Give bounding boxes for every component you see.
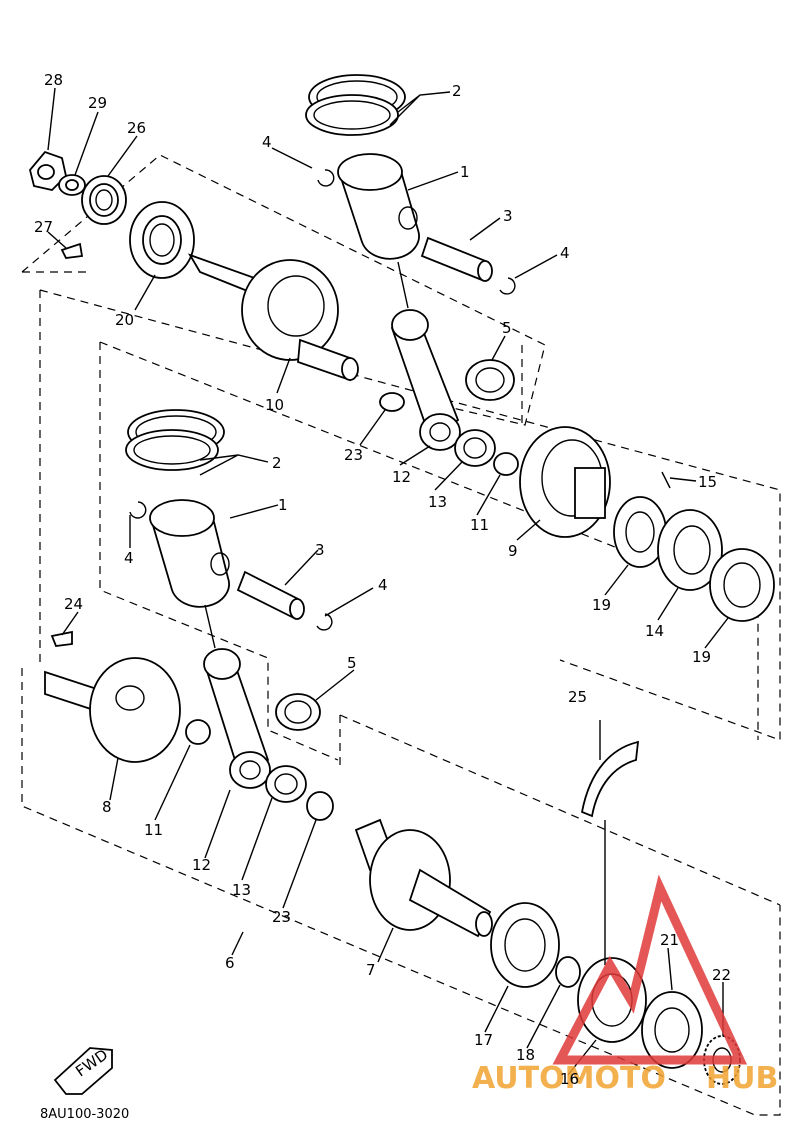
assembly-outlines — [21, 154, 781, 1116]
callout-13-lower: 13 — [232, 881, 251, 899]
washer-part-29 — [58, 174, 86, 196]
needle-bearing-part-13 — [454, 429, 496, 467]
diagram-code: 8AU100-3020 — [40, 1107, 129, 1122]
callout-18: 18 — [516, 1046, 535, 1064]
connecting-rod-part-12 — [390, 309, 461, 451]
callout-1: 1 — [460, 163, 470, 181]
callout-16: 16 — [560, 1070, 579, 1088]
watermark-logo: AUTOMOTO HUB — [472, 874, 778, 1096]
key-part-24 — [50, 630, 73, 647]
callout-5: 5 — [502, 319, 512, 337]
key-part-27 — [60, 242, 84, 259]
callout-23-lower: 23 — [272, 908, 291, 926]
washer-part-11-lower — [185, 719, 211, 745]
callout-21: 21 — [660, 931, 679, 949]
shim-part-18 — [555, 956, 581, 988]
upper-assembly — [29, 74, 775, 622]
bearing-part-20 — [129, 201, 195, 279]
callout-2-lower: 2 — [272, 454, 282, 472]
outline-upper-crank — [39, 289, 781, 741]
piston-rings-part-2-lower — [125, 409, 225, 471]
callout-numbers: 28 29 26 27 20 2 4 1 3 4 5 10 23 12 13 1… — [34, 71, 731, 1088]
bearing-part-19-right — [709, 548, 775, 622]
bearing-part-17 — [490, 902, 560, 988]
callout-25: 25 — [568, 688, 587, 706]
callout-6: 6 — [225, 954, 235, 972]
needle-bearing-part-13-lower — [265, 765, 307, 803]
piston-part-1-lower — [149, 499, 230, 608]
callout-19-right: 19 — [692, 648, 711, 666]
oil-seal-part-21 — [641, 991, 703, 1069]
callout-17: 17 — [474, 1031, 493, 1049]
callout-29: 29 — [88, 94, 107, 112]
clip-part-4-right — [499, 277, 516, 295]
piston-pin-part-3-lower — [236, 570, 305, 620]
piston-part-1 — [337, 153, 420, 260]
watermark-mountain-icon — [552, 874, 748, 1065]
circlip-part-25 — [580, 740, 640, 818]
washer-part-11 — [493, 452, 519, 476]
callout-20: 20 — [115, 311, 134, 329]
washer-part-23-lower — [306, 791, 334, 821]
callout-3: 3 — [503, 207, 513, 225]
watermark-text-right: HUB — [706, 1061, 778, 1096]
callout-14: 14 — [645, 622, 664, 640]
needle-bearing-part-5-lower — [275, 693, 321, 731]
piston-pin-part-3 — [420, 236, 493, 282]
crankshaft-part-8 — [44, 657, 181, 763]
callout-1-lower: 1 — [278, 496, 288, 514]
leader-lines — [47, 87, 729, 1076]
callout-22: 22 — [712, 966, 731, 984]
lower-assembly — [44, 409, 741, 1085]
callout-4-lower-right: 4 — [378, 576, 388, 594]
piston-rings-part-2 — [305, 74, 406, 136]
oil-seal-part-26 — [81, 175, 127, 225]
callout-27: 27 — [34, 218, 53, 236]
clip-part-4-lower — [129, 501, 147, 519]
crankshaft-part-10 — [187, 253, 359, 382]
callout-2: 2 — [452, 82, 462, 100]
clip-part-4 — [317, 169, 335, 187]
callout-12: 12 — [392, 468, 411, 486]
callout-12-lower: 12 — [192, 856, 211, 874]
connecting-rod-part-12-lower — [203, 648, 271, 789]
watermark-text-left: AUTOMOTO — [472, 1061, 666, 1096]
callout-10: 10 — [265, 396, 284, 414]
nut-part-28 — [29, 150, 67, 191]
callout-9: 9 — [508, 542, 518, 560]
callout-15: 15 — [698, 473, 717, 491]
washer-part-23 — [379, 392, 405, 412]
callout-5-lower: 5 — [347, 654, 357, 672]
callout-4-lower: 4 — [124, 549, 134, 567]
crankshaft-part-7 — [354, 818, 493, 938]
callout-8: 8 — [102, 798, 112, 816]
clip-part-4-lower-right — [316, 613, 333, 631]
fwd-arrow-icon: FWD — [53, 1046, 113, 1095]
callout-4-right: 4 — [560, 244, 570, 262]
outline-seal-group — [21, 154, 546, 426]
outline-lower-crank — [21, 668, 781, 1116]
needle-bearing-part-5 — [465, 359, 515, 401]
crank-web-part-9 — [519, 426, 611, 538]
bearing-housing-part-14 — [657, 509, 723, 591]
callout-28: 28 — [44, 71, 63, 89]
pin-part-15 — [661, 471, 671, 489]
callout-7: 7 — [366, 961, 376, 979]
outline-middle-crank — [99, 341, 759, 761]
callout-3-lower: 3 — [315, 541, 325, 559]
callout-24: 24 — [64, 595, 83, 613]
callout-11-lower: 11 — [144, 821, 163, 839]
callout-19: 19 — [592, 596, 611, 614]
callout-23: 23 — [344, 446, 363, 464]
callout-4: 4 — [262, 133, 272, 151]
callout-11: 11 — [470, 516, 489, 534]
callout-13: 13 — [428, 493, 447, 511]
callout-26: 26 — [127, 119, 146, 137]
